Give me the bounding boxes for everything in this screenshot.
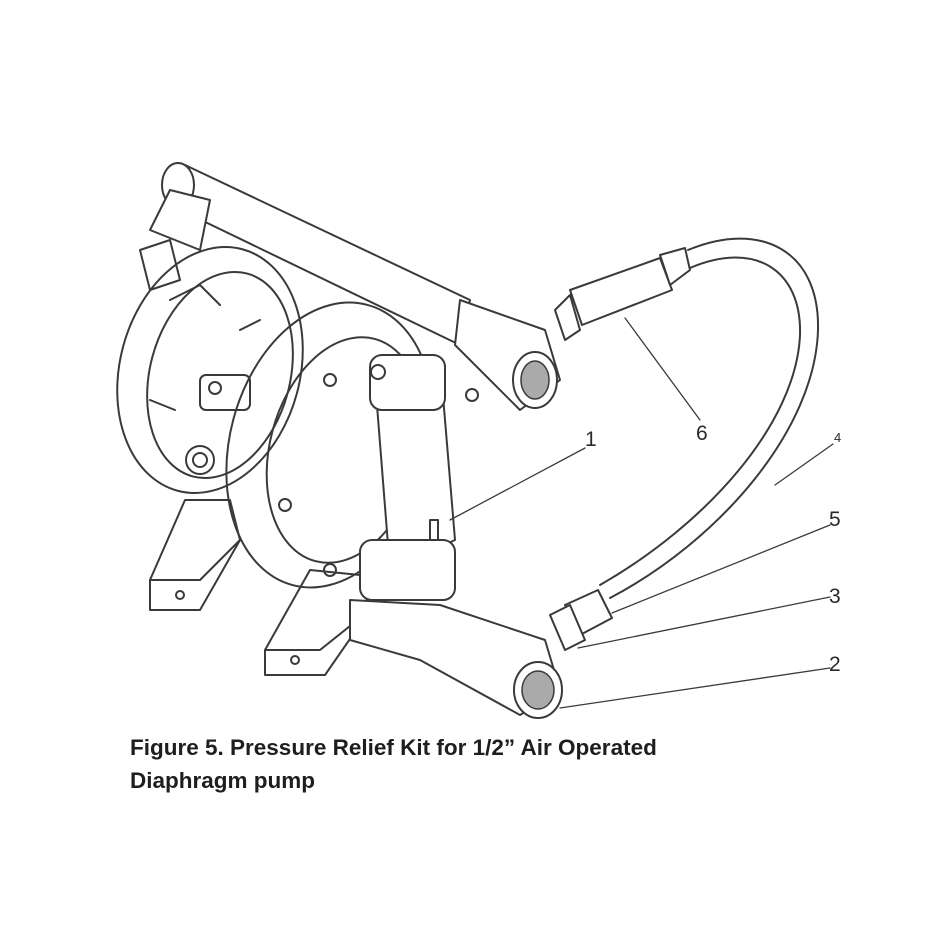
- callout-4: 4: [834, 430, 842, 445]
- figure-caption: Figure 5. Pressure Relief Kit for 1/2” A…: [130, 731, 657, 797]
- top-manifold: [139, 162, 561, 411]
- center-body: [359, 354, 456, 601]
- rear-diaphragm-housing: [116, 246, 304, 494]
- top-fitting: [554, 247, 691, 341]
- bottom-manifold: [349, 599, 563, 719]
- callout-5: 5: [829, 508, 841, 531]
- hose: [599, 237, 820, 599]
- caption-line-1: Figure 5. Pressure Relief Kit for 1/2” A…: [130, 735, 657, 760]
- callout-6: 6: [696, 422, 708, 445]
- bottom-fitting: [549, 589, 613, 651]
- rear-foot: [149, 499, 241, 611]
- leader-lines: [449, 317, 834, 709]
- callout-1: 1: [585, 428, 597, 451]
- callout-3: 3: [829, 585, 841, 608]
- callout-2: 2: [829, 653, 841, 676]
- caption-line-2: Diaphragm pump: [130, 768, 316, 793]
